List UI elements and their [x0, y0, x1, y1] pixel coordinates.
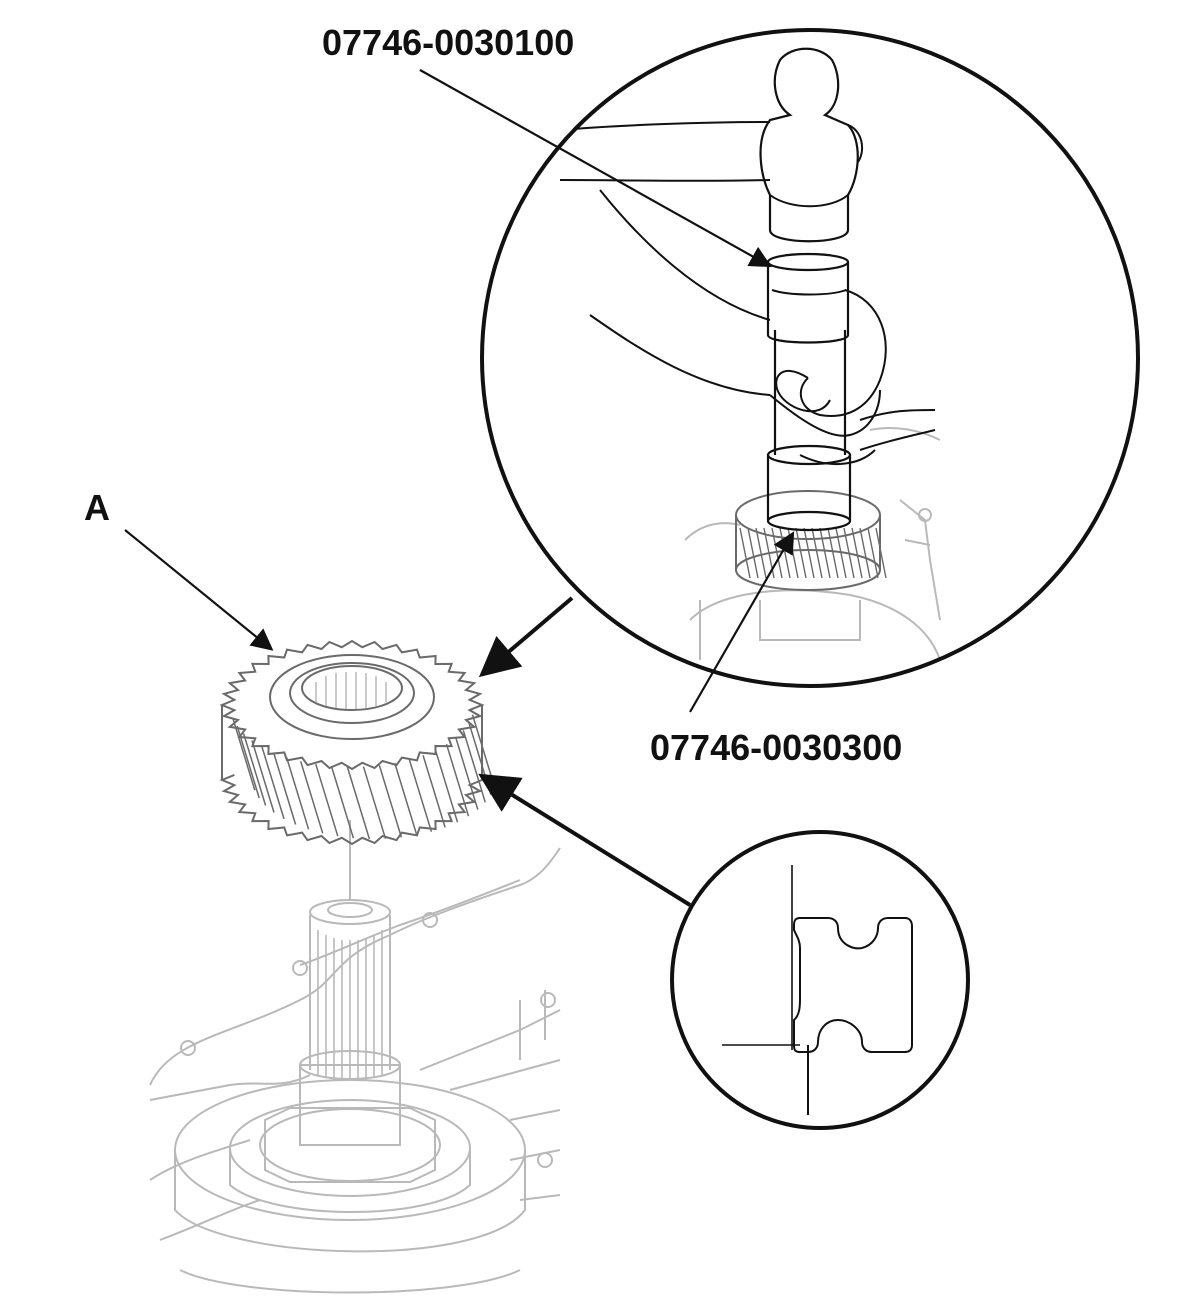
section-inset-circle [670, 830, 970, 1130]
arrow-detail-to-gear [478, 596, 574, 678]
leader-arrows [124, 69, 795, 907]
label-tool-07746-0030300: 07746-0030300 [650, 727, 902, 768]
gear-bottom-rim [219, 773, 483, 846]
arrow-part-a [124, 529, 274, 651]
mainshaft [299, 820, 401, 1146]
transmission-case [149, 847, 561, 1294]
arrow-top-tool [419, 69, 772, 268]
label-tool-07746-0030100: 07746-0030100 [322, 22, 574, 63]
detail-view-circle [480, 28, 1140, 688]
arrow-bottom-tool [689, 531, 795, 713]
gear-a [219, 639, 496, 846]
gear-top-rim [219, 639, 485, 771]
arrow-inset-to-gear [478, 773, 692, 907]
label-part-a: A [84, 487, 110, 528]
